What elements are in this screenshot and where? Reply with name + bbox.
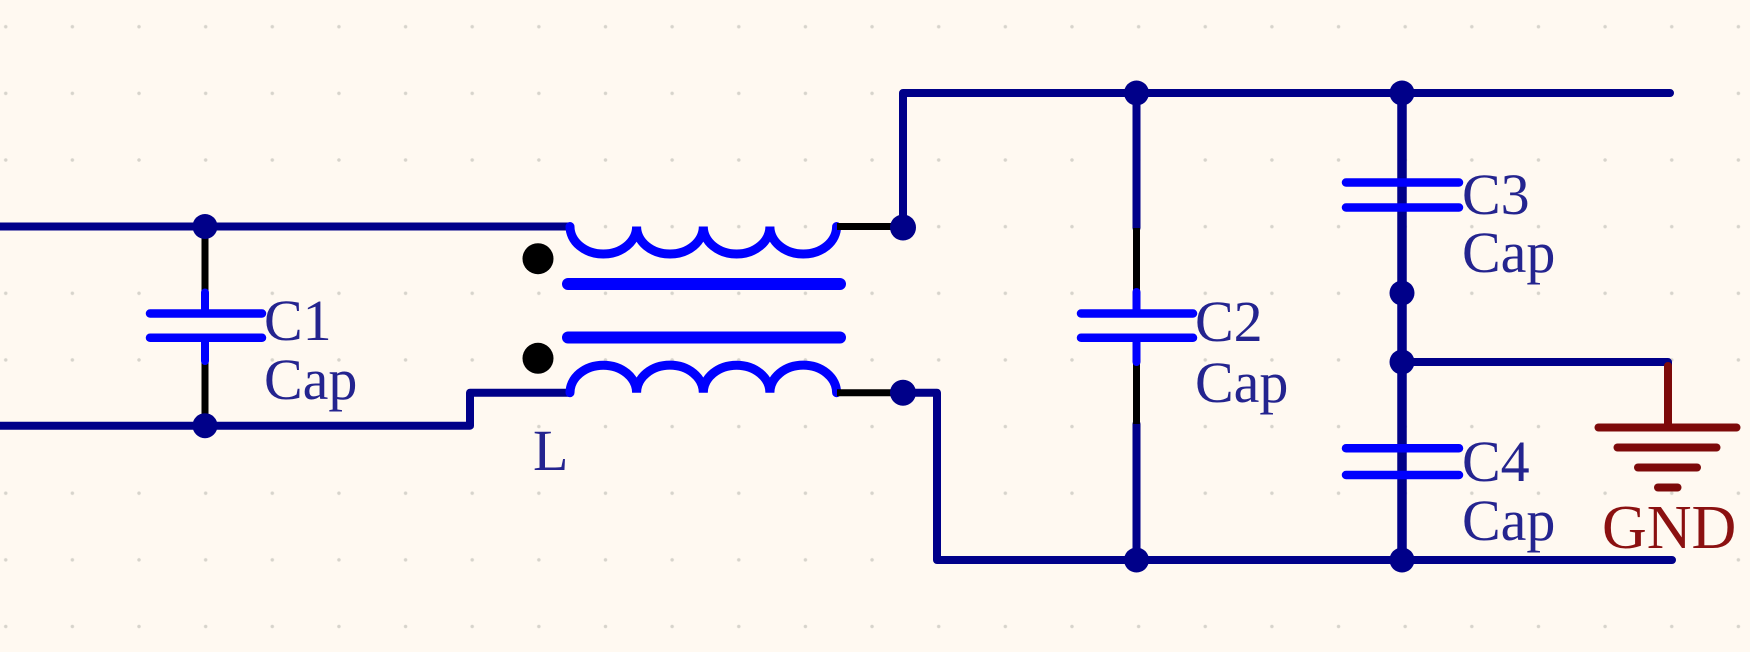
- junction-l-out-top: [890, 214, 916, 241]
- wire-output-bottom-rail[interactable]: [899, 388, 1676, 564]
- component-c2-capacitor[interactable]: [1076, 228, 1198, 424]
- wire-gnd-branch[interactable]: [1398, 358, 1672, 373]
- junction-l-out-bottom: [890, 379, 916, 406]
- l-winding-top: [565, 222, 842, 259]
- c3-value-label[interactable]: Cap: [1462, 220, 1556, 285]
- c4-value-label[interactable]: Cap: [1462, 488, 1556, 553]
- junction-c3-bottom: [1389, 280, 1415, 306]
- component-c1-capacitor[interactable]: [145, 229, 267, 423]
- junction-c4-bottom-rail: [1389, 547, 1415, 573]
- l-polarity-dot-top: [522, 243, 554, 275]
- component-c4-capacitor[interactable]: [1341, 444, 1464, 480]
- wire-output-top-rail[interactable]: [899, 89, 1674, 231]
- c3-designator-label[interactable]: C3: [1462, 162, 1530, 227]
- component-l-inductor[interactable]: [522, 222, 904, 398]
- c2-designator-label[interactable]: C2: [1195, 289, 1263, 354]
- component-c3-capacitor[interactable]: [1341, 178, 1464, 212]
- c1-designator-label[interactable]: C1: [264, 288, 332, 353]
- gnd-net-label[interactable]: GND: [1602, 494, 1737, 562]
- wire-input-bottom[interactable]: [0, 388, 574, 430]
- gnd-power-symbol[interactable]: [1594, 362, 1741, 492]
- l-polarity-dot-bottom: [522, 342, 554, 374]
- l-winding-bottom: [565, 360, 842, 398]
- junction-c2-top-rail: [1124, 80, 1149, 106]
- l-designator-label[interactable]: L: [533, 418, 569, 483]
- c1-value-label[interactable]: Cap: [264, 347, 358, 412]
- junction-c2-bottom-rail: [1124, 547, 1149, 573]
- junction-c3-top-rail: [1389, 80, 1415, 106]
- junction-dots: [192, 80, 1415, 573]
- junction-c1-bottom: [192, 413, 218, 439]
- c2-value-label[interactable]: Cap: [1195, 350, 1289, 415]
- wires: [0, 88, 1676, 565]
- c4-designator-label[interactable]: C4: [1462, 429, 1530, 494]
- junction-c1-top: [192, 214, 218, 239]
- junction-gnd-tee: [1389, 349, 1415, 375]
